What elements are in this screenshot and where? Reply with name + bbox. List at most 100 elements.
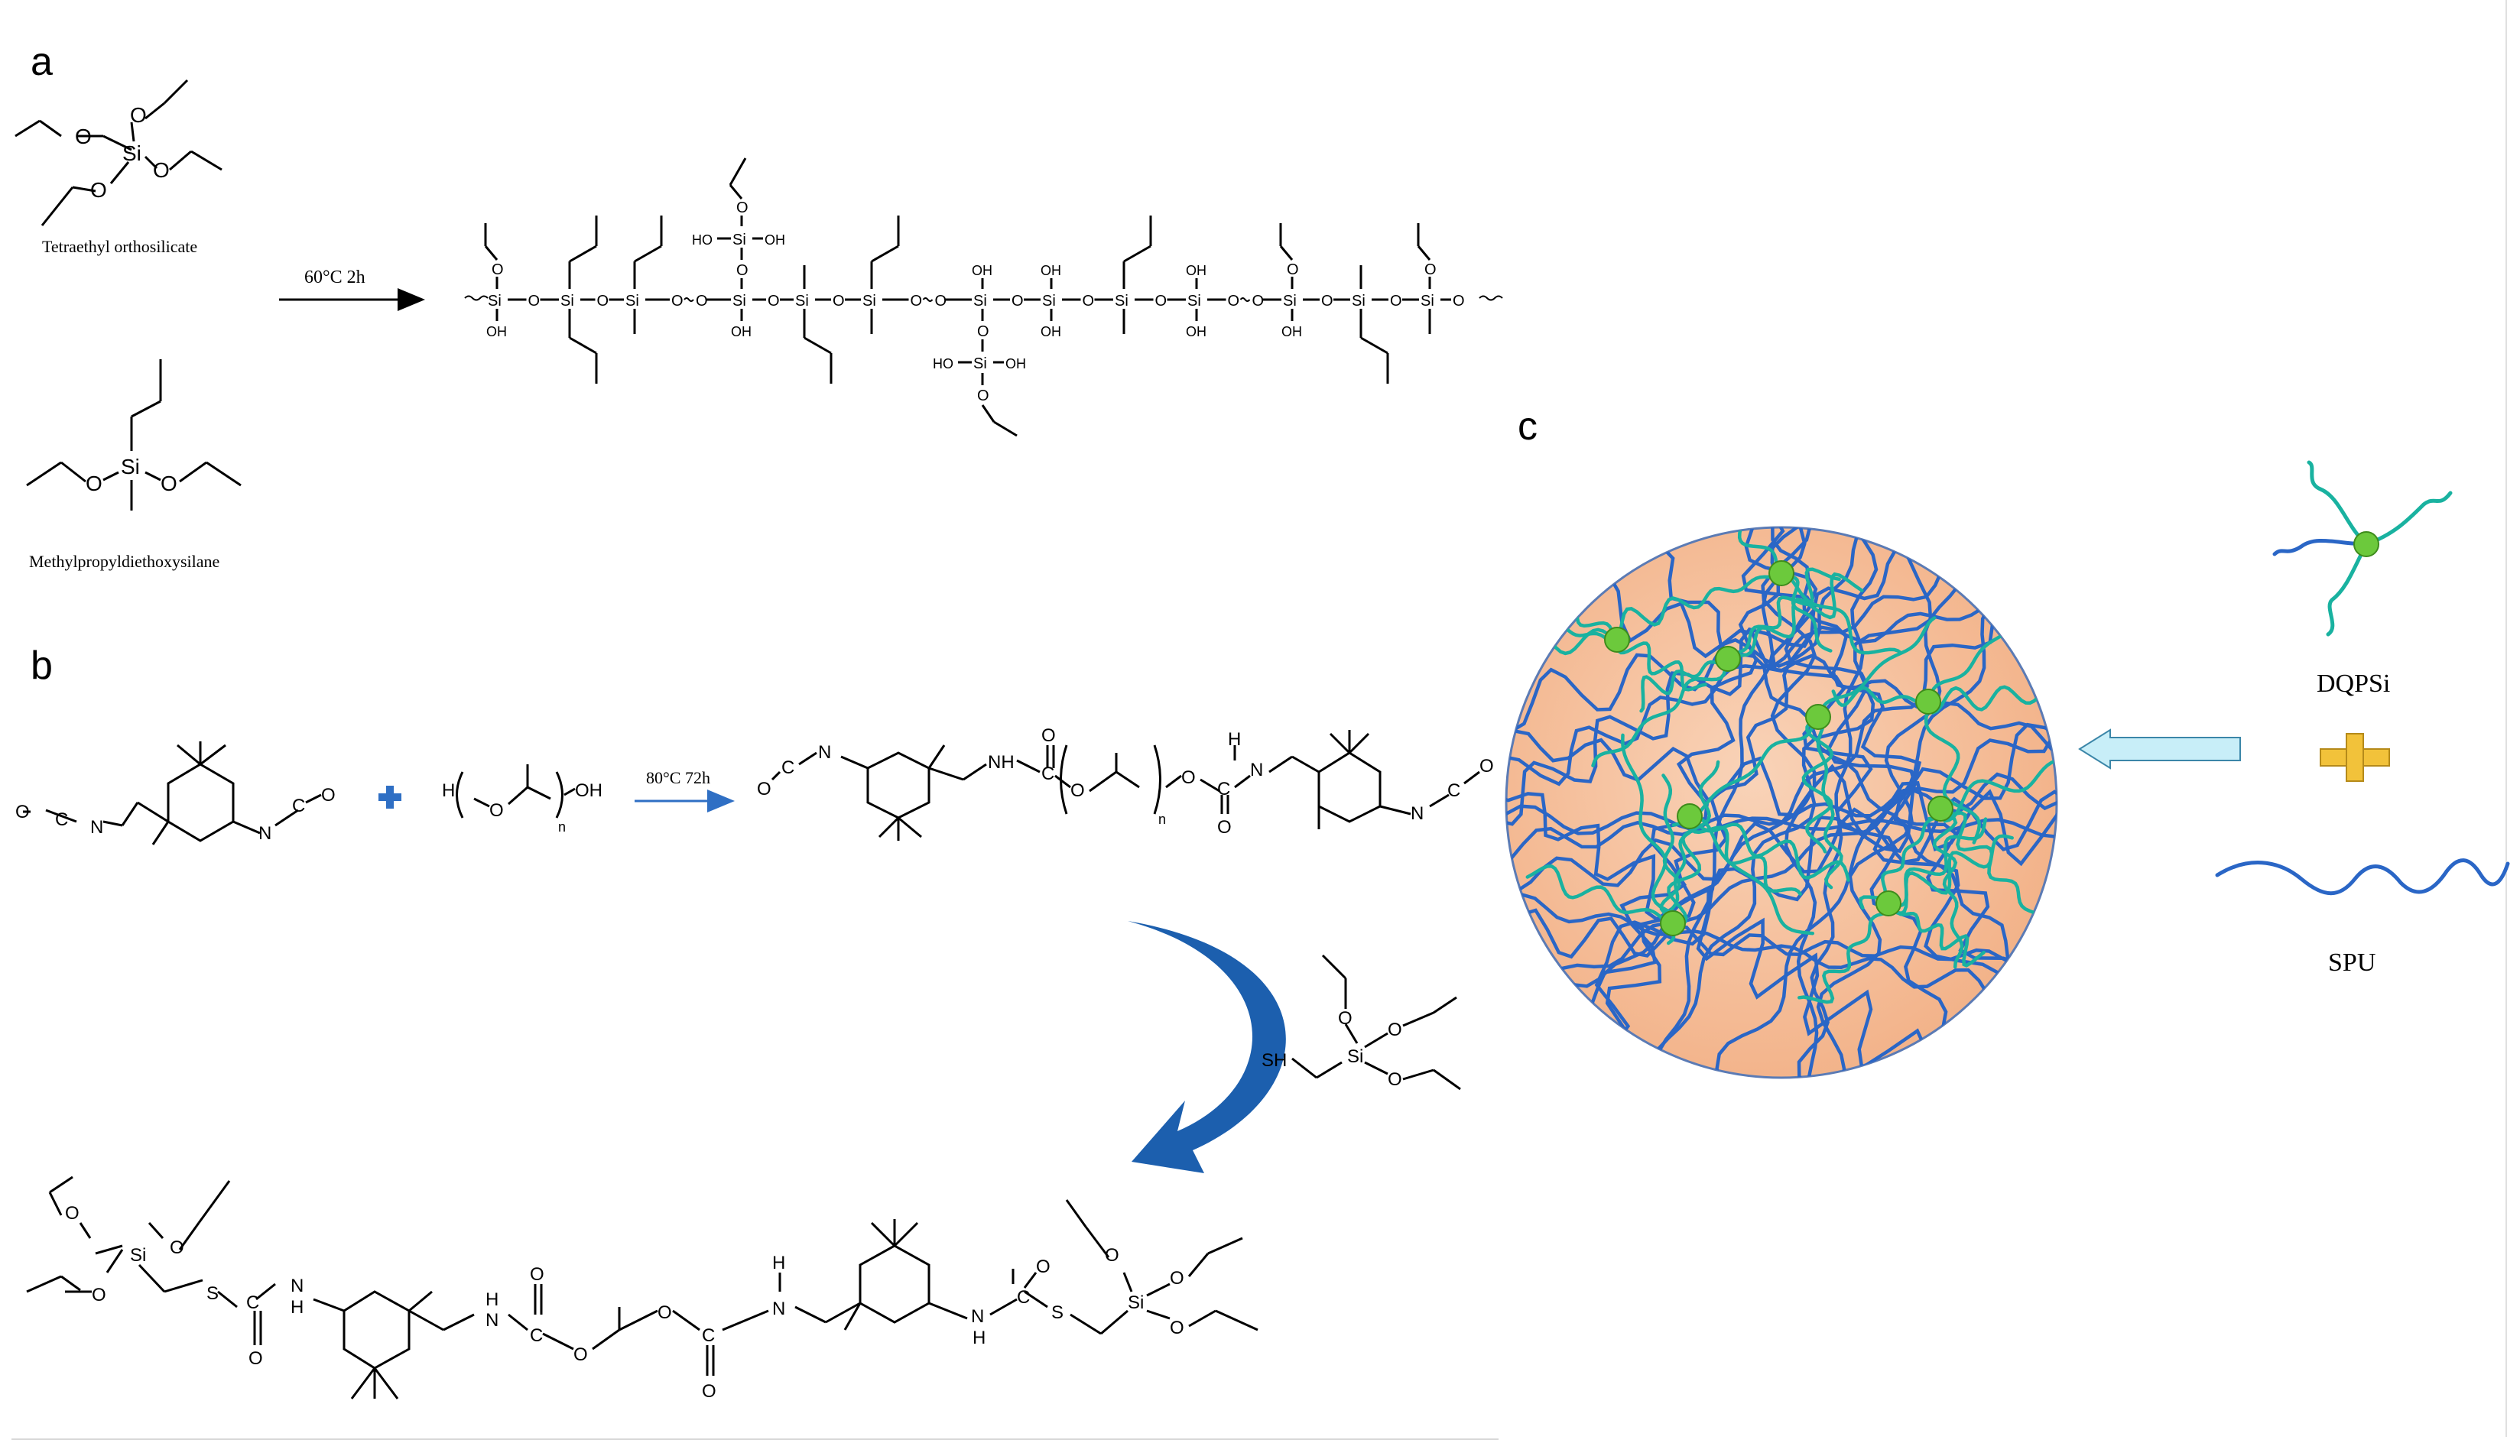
- dqpsi-arm: [1724, 572, 1864, 657]
- ppg-n: n: [558, 819, 566, 835]
- chain-o: O: [1155, 293, 1167, 310]
- mpdes-si: Si: [121, 455, 140, 478]
- spu-chain: [1551, 712, 2057, 981]
- chain-o: O: [528, 293, 541, 310]
- spu-chain: [1744, 527, 2001, 1009]
- reaction-condition-a: 60°C 2h: [304, 268, 365, 287]
- crosslink-node: [1677, 803, 1703, 829]
- spu-o-r4: O: [1170, 1318, 1184, 1338]
- chain-o: O: [696, 293, 708, 310]
- spu-c-m1: C: [530, 1325, 543, 1346]
- teos-o3: O: [153, 158, 170, 182]
- chain-oh: OH: [1186, 324, 1206, 339]
- chain-si: Si: [1283, 293, 1297, 310]
- chain-si: Si: [1187, 293, 1201, 310]
- crosslink-nodes: [1604, 560, 1953, 936]
- crosslink-node: [1715, 646, 1741, 672]
- pre-o6: O: [1479, 756, 1494, 777]
- dqpsi-arm: [1801, 715, 1834, 854]
- dqpsi-legend-icon: [2272, 460, 2453, 637]
- chain-si: Si: [795, 293, 809, 310]
- spu-h-m1: H: [485, 1289, 498, 1310]
- spu-o-l4: O: [248, 1348, 263, 1369]
- mps-o1: O: [1338, 1008, 1353, 1029]
- mps-o2: O: [1388, 1020, 1402, 1040]
- chain-o: O: [1228, 293, 1240, 310]
- chain-o: O: [492, 261, 504, 278]
- spu-s-left: S: [206, 1283, 219, 1304]
- dqpsi-arm: [1639, 660, 1732, 713]
- crosslink-node: [1915, 689, 1941, 715]
- spu-h-l: H: [291, 1297, 304, 1318]
- ipdi-o-right: O: [321, 785, 336, 806]
- dqpsi-arm: [1924, 699, 1982, 845]
- chain-oh: OH: [972, 263, 992, 278]
- chain-si: Si: [973, 293, 987, 310]
- spu-o-l1: O: [65, 1203, 80, 1224]
- ppg-o: O: [489, 800, 504, 821]
- crosslink-node: [1875, 890, 1901, 916]
- teos-o4: O: [90, 178, 107, 202]
- chain-oh: OH: [765, 232, 785, 248]
- spu-chain: [1761, 527, 1819, 1078]
- network-sphere: [1505, 526, 2058, 1079]
- spu-o-r2: O: [1105, 1245, 1119, 1266]
- chain-o: O: [1083, 293, 1095, 310]
- spu-chain: [1506, 546, 1926, 826]
- spu-o-r3: O: [1170, 1268, 1184, 1289]
- spu-o-l2: O: [170, 1237, 184, 1258]
- spu-product-structure: [26, 1176, 1258, 1399]
- teos-o2: O: [130, 103, 147, 127]
- dqpsi-arm: [1525, 864, 1674, 928]
- dqpsi-arm: [1773, 575, 1833, 653]
- assembly-arrow-c: [2078, 728, 2241, 770]
- chain-oh: OH: [1005, 356, 1026, 371]
- chain-si: Si: [1115, 293, 1128, 310]
- chain-o: O: [977, 323, 989, 340]
- pre-n3: N: [1411, 803, 1424, 824]
- mpdes-label: Methylpropyldiethoxysilane: [29, 552, 219, 571]
- spu-h-m2: H: [772, 1253, 785, 1273]
- dqpsi-legend-node: [2353, 531, 2379, 557]
- spu-chain: [1506, 772, 2057, 865]
- chain-si: Si: [560, 293, 574, 310]
- spu-si-right: Si: [1128, 1292, 1144, 1313]
- dqpsi-arm: [1927, 685, 2057, 715]
- dqpsi-arm: [1816, 715, 1843, 890]
- pre-c1: C: [781, 757, 794, 778]
- dqpsi-arm: [1689, 812, 1815, 936]
- chain-o: O: [1252, 293, 1265, 310]
- mps-o3: O: [1388, 1069, 1402, 1090]
- spu-n-r: N: [971, 1306, 984, 1327]
- chain-si: Si: [1352, 293, 1366, 310]
- spu-legend-label: SPU: [2328, 949, 2375, 977]
- chain-si: Si: [973, 355, 987, 372]
- dqpsi-arm: [1817, 616, 1937, 719]
- dqpsi-arm: [1724, 567, 1841, 659]
- ppg-oh: OH: [575, 780, 602, 801]
- dqpsi-arm: [1619, 574, 1784, 633]
- chain-wave-end: [1479, 295, 1503, 301]
- network-chains: [1506, 527, 2057, 1078]
- dqpsi-arm: [1831, 686, 1930, 707]
- ipdi-n-right: N: [258, 823, 271, 844]
- chain-oh: OH: [1041, 263, 1061, 278]
- mpdes-o2: O: [161, 472, 177, 495]
- pre-c3: C: [1217, 779, 1230, 799]
- dqpsi-arm: [1621, 733, 1687, 923]
- pre-n1: N: [818, 742, 831, 763]
- ipdi-c-right: C: [292, 796, 305, 816]
- spu-o-m2: O: [573, 1344, 588, 1365]
- pre-o2: O: [1041, 725, 1056, 746]
- spu-chain: [1654, 527, 1807, 1068]
- ppg-structure: [456, 764, 576, 819]
- pre-nh1: NH: [988, 752, 1015, 773]
- yellow-plus-icon: [2320, 733, 2390, 782]
- chain-o: O: [736, 199, 749, 216]
- crosslink-node: [1927, 796, 1953, 822]
- dqpsi-arm: [1591, 653, 1728, 767]
- ppg-h: H: [442, 780, 455, 801]
- spu-c-l: C: [246, 1292, 259, 1313]
